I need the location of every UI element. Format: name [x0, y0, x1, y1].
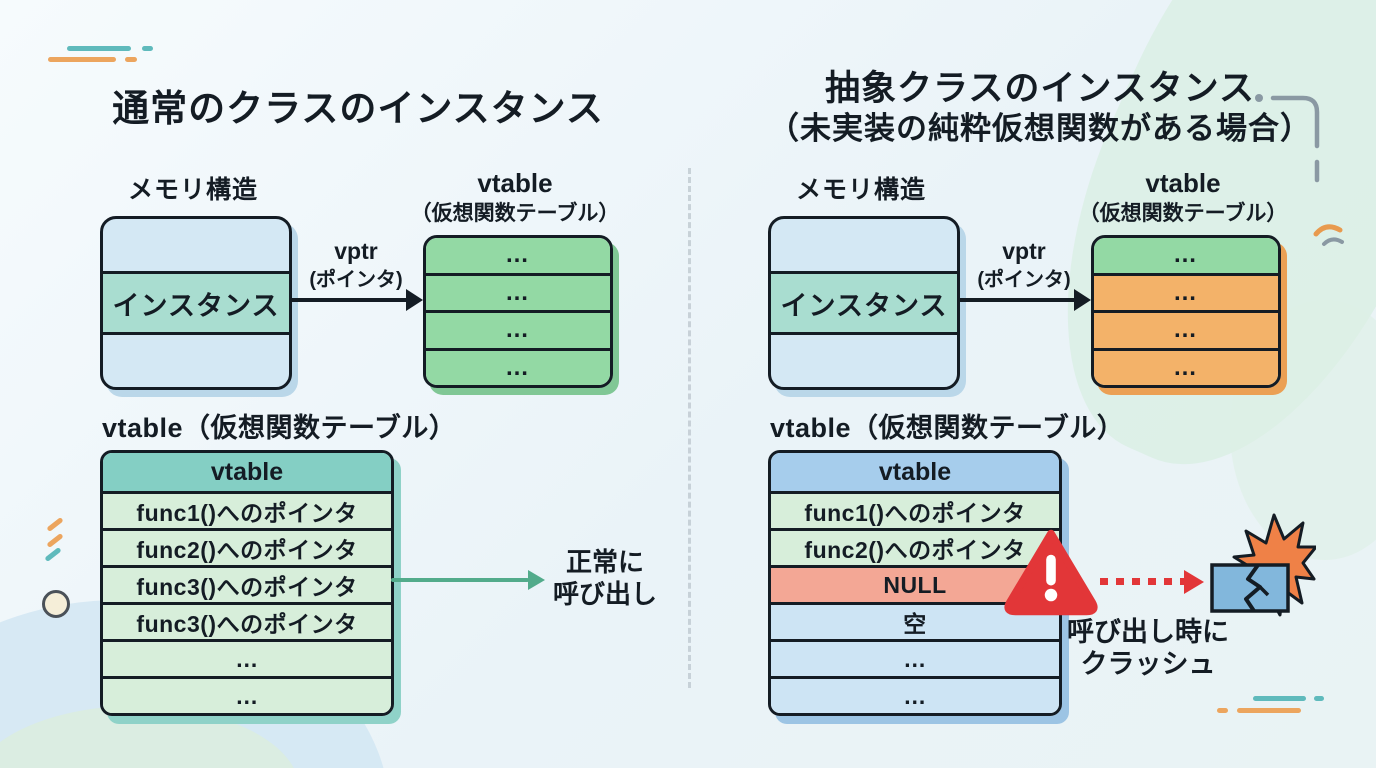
memory-cell-empty	[771, 335, 957, 387]
normal-call-label: 正常に 呼び出し	[545, 546, 665, 610]
decoration-teal-dash-top-left	[142, 46, 153, 51]
right-memory-label: メモリ構造	[795, 176, 926, 204]
left-vtable-subtitle: （仮想関数テーブル）	[410, 202, 620, 225]
corner-bracket-icon	[1255, 94, 1320, 183]
table-row-func3b: func3()へのポインタ	[103, 602, 391, 639]
decoration-teal-line-top-left	[67, 46, 131, 51]
decoration-teal-line-bottom-right	[1253, 696, 1306, 701]
right-table-label: vtable（仮想関数テーブル）	[770, 413, 1125, 443]
crash-icon	[1210, 513, 1316, 617]
table-row-ellipsis: …	[103, 676, 391, 713]
right-vptr-label: vptr	[1002, 238, 1046, 264]
table-row-ellipsis: …	[771, 639, 1059, 676]
decoration-orange-line-bottom-right	[1237, 708, 1301, 713]
normal-call-arrowhead	[528, 570, 545, 590]
memory-cell-instance: インスタンス	[103, 271, 289, 335]
decoration-orange-dash-bottom-right	[1217, 708, 1228, 713]
right-vtable-title: vtable	[1145, 168, 1221, 198]
left-vtable-detail-table: vtable func1()へのポインタ func2()へのポインタ func3…	[100, 450, 394, 716]
panel-separator	[688, 168, 691, 688]
vtable-slot: …	[1094, 238, 1278, 273]
vtable-slot: …	[426, 272, 610, 310]
vtable-slot: …	[426, 347, 610, 385]
right-vptr-sublabel: (ポインタ)	[977, 269, 1071, 291]
left-panel-title: 通常のクラスのインスタンス	[112, 88, 604, 129]
left-vptr-sublabel: (ポインタ)	[309, 269, 403, 291]
left-vptr-arrow	[290, 298, 408, 302]
right-vtable-subtitle: （仮想関数テーブル）	[1078, 202, 1288, 225]
vtable-slot: …	[426, 238, 610, 273]
right-vptr-arrow	[958, 298, 1076, 302]
crash-arrow	[1100, 578, 1186, 585]
right-vtable-detail-table: vtable func1()へのポインタ func2()へのポインタ NULL …	[768, 450, 1062, 716]
decoration-diagonal-dash-2	[46, 532, 64, 549]
table-row-func1: func1()へのポインタ	[103, 491, 391, 528]
left-vtable-title: vtable	[477, 168, 553, 198]
decoration-diagonal-dash-3	[44, 546, 62, 563]
decoration-circle	[42, 590, 70, 618]
hook-swoosh-icon	[1313, 224, 1344, 246]
vtable-slot: …	[1094, 347, 1278, 385]
right-vtable-box: … … … …	[1091, 235, 1281, 388]
normal-call-line1: 正常に	[565, 547, 644, 577]
right-panel-subtitle: （未実装の純粋仮想関数がある場合）	[768, 111, 1312, 146]
memory-cell-empty	[103, 219, 289, 271]
vtable-slot: …	[1094, 272, 1278, 310]
crash-label-line1: 呼び出し時に	[1067, 617, 1229, 647]
left-vtable-box: … … … …	[423, 235, 613, 388]
right-vptr-arrowhead	[1074, 289, 1091, 311]
table-row-func1: func1()へのポインタ	[771, 491, 1059, 528]
table-row-func3: func3()へのポインタ	[103, 565, 391, 602]
left-vptr-label: vptr	[334, 238, 378, 264]
crash-arrowhead	[1184, 570, 1204, 594]
right-panel-title: 抽象クラスのインスタンス	[825, 69, 1255, 108]
decoration-orange-line-top-left	[48, 57, 116, 62]
table-header: vtable	[103, 453, 391, 491]
decoration-orange-dash-top-left	[125, 57, 137, 62]
table-row-ellipsis: …	[103, 639, 391, 676]
memory-cell-empty	[771, 219, 957, 271]
normal-call-line2: 呼び出し	[552, 579, 657, 609]
normal-call-arrow	[391, 578, 529, 582]
left-memory-box: インスタンス	[100, 216, 292, 390]
memory-cell-instance: インスタンス	[771, 271, 957, 335]
table-row-ellipsis: …	[771, 676, 1059, 713]
decoration-teal-dash-bottom-right	[1314, 696, 1324, 701]
table-row-func2: func2()へのポインタ	[103, 528, 391, 565]
vtable-slot: …	[1094, 310, 1278, 348]
decoration-diagonal-dash-1	[46, 516, 64, 533]
table-row-func2: func2()へのポインタ	[771, 528, 1059, 565]
crash-label-line2: クラッシュ	[1080, 649, 1216, 679]
warning-icon	[1004, 529, 1098, 616]
table-header: vtable	[771, 453, 1059, 491]
memory-cell-empty	[103, 335, 289, 387]
vtable-slot: …	[426, 310, 610, 348]
right-memory-box: インスタンス	[768, 216, 960, 390]
left-table-label: vtable（仮想関数テーブル）	[102, 413, 457, 443]
left-memory-label: メモリ構造	[127, 176, 258, 204]
table-row-empty: 空	[771, 602, 1059, 639]
left-vptr-arrowhead	[406, 289, 423, 311]
